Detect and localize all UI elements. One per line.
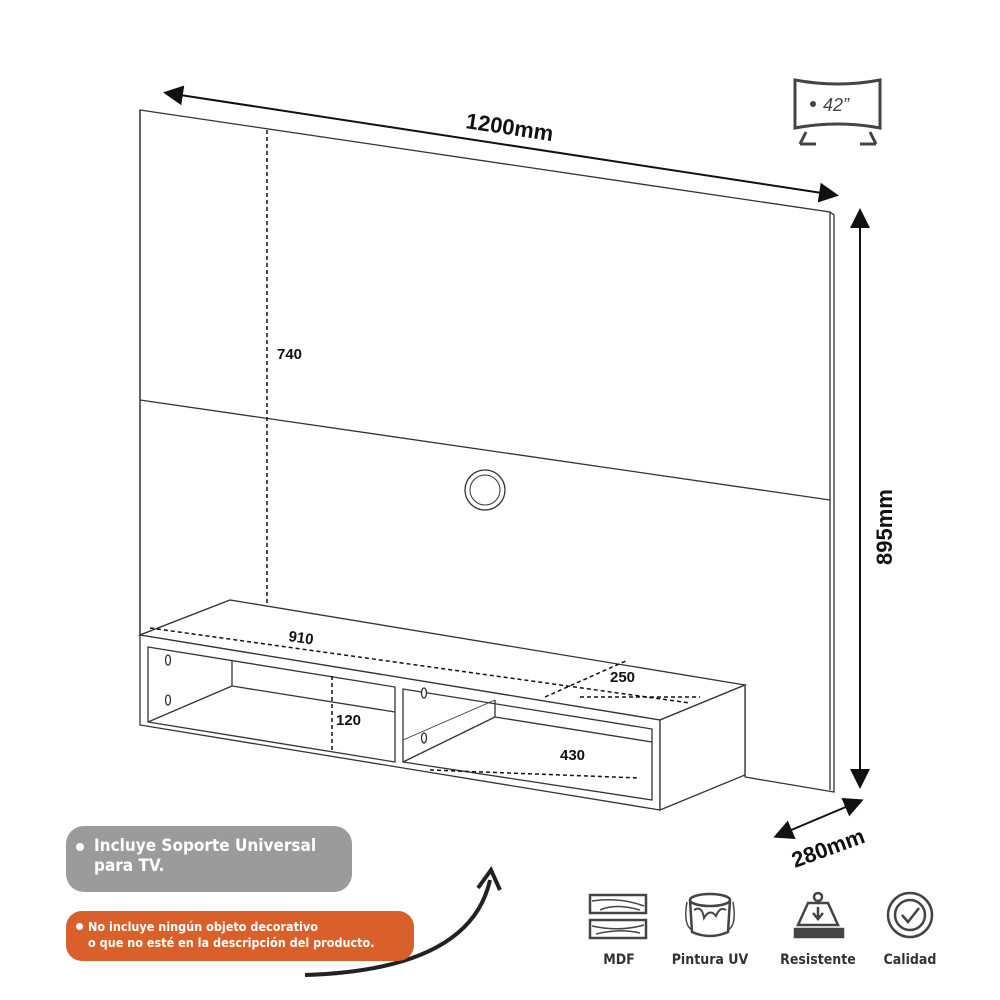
disclaimer-line-2: o que no esté en la descripción del prod… xyxy=(88,935,375,950)
paint-bucket-icon xyxy=(685,892,735,938)
dim-line-250 xyxy=(544,659,629,698)
feature-label-calidad: Calidad xyxy=(883,952,937,968)
disclaimer-line-1: No incluye ningún objeto decorativo xyxy=(88,919,318,934)
curved-arrow xyxy=(304,879,492,977)
dim-arrow-width xyxy=(163,85,839,203)
dim-arrow-depth xyxy=(773,798,864,839)
support-note: Incluye Soporte Universal para TV. xyxy=(66,826,352,892)
label-430: 430 xyxy=(560,747,585,764)
disclaimer-note: No incluye ningún objeto decorativo o qu… xyxy=(66,911,414,961)
dim-line-430 xyxy=(429,769,641,779)
bullet-icon xyxy=(76,923,83,930)
wood-planks-icon xyxy=(588,893,648,940)
label-740: 740 xyxy=(277,346,302,363)
feature-label-resistente: Resistente xyxy=(780,952,856,968)
feature-label-mdf: MDF xyxy=(603,952,635,968)
quality-check-icon xyxy=(886,891,934,939)
label-250: 250 xyxy=(610,669,635,686)
feature-label-pintura: Pintura UV xyxy=(671,952,749,968)
bullet-icon xyxy=(76,843,84,851)
panel-seam xyxy=(139,399,831,501)
tv-size-label: 42” xyxy=(823,95,850,115)
tv-icon xyxy=(793,78,882,146)
label-910: 910 xyxy=(287,628,314,648)
support-note-text: Incluye Soporte Universal para TV. xyxy=(94,836,317,876)
label-depth: 280mm xyxy=(788,823,868,872)
label-120: 120 xyxy=(336,712,361,729)
weight-icon xyxy=(793,891,845,939)
label-height: 895mm xyxy=(872,489,897,565)
